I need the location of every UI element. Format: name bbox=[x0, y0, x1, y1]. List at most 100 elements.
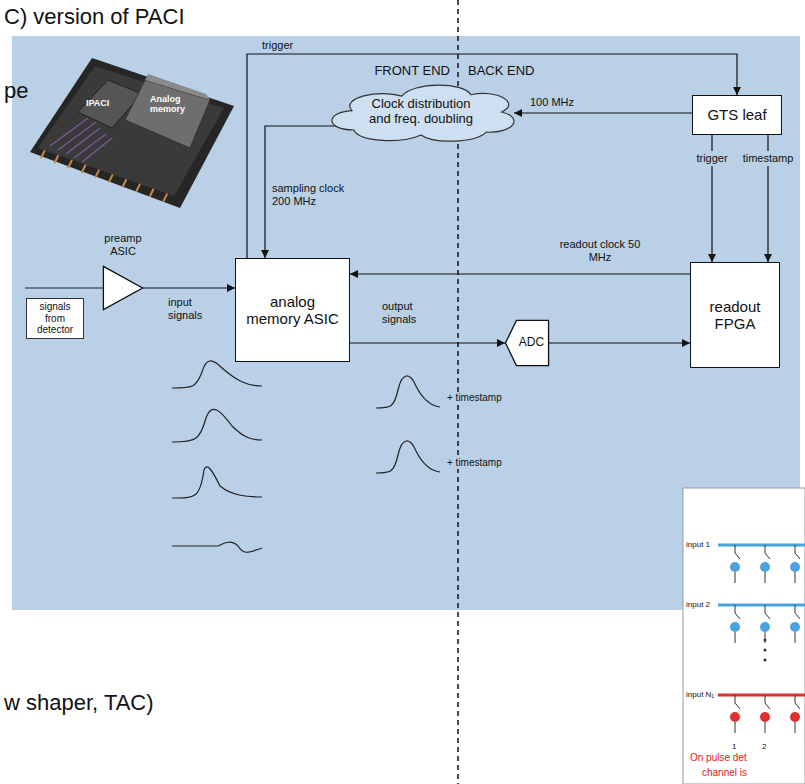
chip-illustration bbox=[30, 58, 234, 208]
inset-label: 1 bbox=[732, 742, 736, 751]
signal-arrow bbox=[350, 342, 505, 343]
drawn-shape bbox=[125, 80, 210, 148]
drawn-shape bbox=[136, 184, 140, 192]
drawn-path bbox=[376, 376, 440, 408]
inset-label: channel is bbox=[702, 767, 747, 779]
signal-label: readout clock 50 MHz bbox=[548, 238, 652, 263]
drawn-path bbox=[172, 467, 262, 498]
input-waveforms bbox=[172, 361, 262, 552]
inset-label: input 1 bbox=[686, 540, 710, 549]
drawn-path bbox=[172, 542, 262, 552]
drawn-shape bbox=[68, 160, 72, 168]
drawn-path bbox=[172, 361, 262, 388]
drawn-shape bbox=[735, 695, 736, 703]
signal-label: trigger bbox=[694, 151, 729, 166]
diagram-label: BACK END bbox=[468, 64, 534, 79]
signal-arrow bbox=[549, 342, 690, 343]
drawn-shape bbox=[735, 703, 740, 709]
asic-box: analog memory ASIC bbox=[235, 258, 350, 362]
signal-arrow bbox=[247, 54, 737, 258]
drawn-shape bbox=[735, 722, 736, 733]
inset-schematic bbox=[683, 488, 805, 784]
drawn-shape bbox=[109, 174, 113, 182]
drawn-shape bbox=[764, 639, 767, 642]
drawn-shape bbox=[735, 553, 740, 559]
drawn-shape bbox=[765, 605, 766, 613]
drawn-shape bbox=[122, 179, 126, 187]
signal-label: sampling clock 200 MHz bbox=[272, 182, 362, 207]
drawn-shape bbox=[718, 544, 805, 547]
drawn-shape bbox=[795, 695, 796, 703]
drawn-shape bbox=[730, 562, 740, 572]
drawn-shape bbox=[765, 613, 770, 619]
diagram-label: + timestamp bbox=[445, 457, 504, 469]
drawn-path bbox=[66, 128, 100, 154]
drawn-shape bbox=[730, 712, 740, 722]
drawn-shape bbox=[760, 562, 770, 572]
detector-input-wire bbox=[25, 287, 103, 288]
drawn-shape bbox=[795, 572, 796, 583]
node-text: analog memory ASIC bbox=[244, 293, 341, 328]
drawn-shape bbox=[735, 572, 736, 583]
drawn-shape bbox=[765, 695, 766, 703]
drawn-path bbox=[376, 441, 440, 473]
drawn-shape bbox=[730, 545, 800, 733]
drawn-shape bbox=[718, 604, 805, 607]
inset-label: input 2 bbox=[686, 600, 710, 609]
drawn-shape bbox=[683, 488, 805, 784]
drawn-shape bbox=[795, 632, 796, 643]
slide-text: pe bbox=[4, 78, 28, 103]
gts-leaf-box: GTS leaf bbox=[692, 95, 782, 135]
drawn-shape bbox=[795, 703, 800, 709]
drawn-shape bbox=[765, 632, 766, 643]
signal-arrow bbox=[350, 273, 690, 274]
node-text: ADC bbox=[519, 336, 544, 350]
drawn-shape bbox=[765, 572, 766, 583]
node-text: preamp ASIC bbox=[91, 232, 155, 257]
drawn-shape bbox=[735, 613, 740, 619]
drawn-shape bbox=[790, 622, 800, 632]
diagram-label: + timestamp bbox=[445, 392, 504, 404]
signal-label: input signals bbox=[168, 296, 220, 321]
output-waveforms bbox=[376, 376, 440, 473]
drawn-shape bbox=[764, 649, 767, 652]
drawn-shape bbox=[82, 165, 86, 173]
drawn-shape bbox=[764, 659, 767, 662]
diagram-label: signals from detector bbox=[26, 298, 84, 339]
inset-label: input N₁ bbox=[686, 690, 714, 699]
drawn-path bbox=[172, 409, 262, 442]
drawn-shape bbox=[760, 622, 770, 632]
drawn-shape bbox=[765, 553, 770, 559]
signal-label: 100 MHz bbox=[530, 96, 574, 109]
drawn-shape bbox=[765, 722, 766, 733]
inset-label: On pulse det bbox=[690, 752, 747, 764]
drawn-shape bbox=[718, 694, 805, 697]
drawn-path bbox=[332, 85, 514, 141]
drawn-shape bbox=[103, 266, 142, 309]
signal-label: timestamp bbox=[741, 151, 796, 166]
diagram-label: IPACI bbox=[86, 98, 109, 108]
slide-text: C) version of PACI bbox=[4, 4, 185, 29]
fpga-box: readout FPGA bbox=[690, 262, 780, 368]
signal-arrow bbox=[514, 112, 692, 113]
drawn-shape bbox=[735, 545, 736, 553]
diagram-label: Analog memory bbox=[150, 94, 194, 115]
clock-cloud: Clock distribution and freq. doubling bbox=[325, 76, 517, 148]
signal-label: output signals bbox=[382, 300, 440, 325]
drawn-shape bbox=[95, 170, 99, 178]
node-text: GTS leaf bbox=[707, 106, 766, 123]
drawn-shape bbox=[41, 150, 167, 201]
drawn-shape bbox=[795, 553, 800, 559]
drawn-shape bbox=[790, 712, 800, 722]
node-text: readout FPGA bbox=[699, 298, 771, 333]
drawn-shape bbox=[735, 605, 736, 613]
drawn-shape bbox=[760, 712, 770, 722]
drawn-shape bbox=[163, 194, 167, 202]
drawn-shape bbox=[795, 605, 796, 613]
adc-symbol: ADC bbox=[505, 320, 549, 366]
blue-panel bbox=[12, 36, 800, 610]
preamp-triangle: preamp ASIC bbox=[103, 266, 143, 310]
drawn-shape bbox=[765, 703, 770, 709]
drawn-shape bbox=[790, 562, 800, 572]
